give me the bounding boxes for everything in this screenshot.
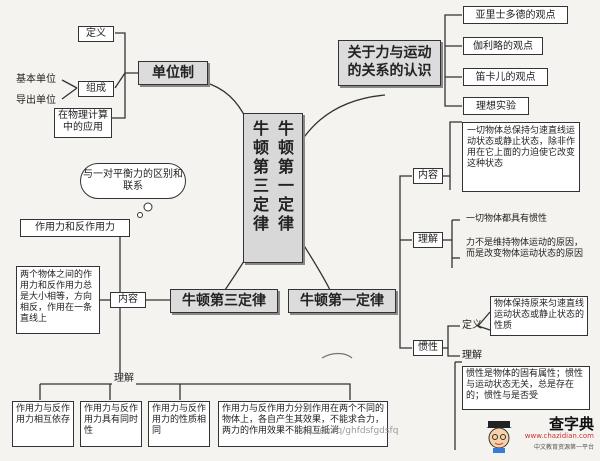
center-title-first-law: 牛顿第一定律 [275, 120, 294, 234]
inertia-definition-text: 物体保持原来匀速直线运动状态或静止状态的性质 [490, 296, 588, 336]
unit-application-line2: 中的应用 [63, 122, 103, 133]
third-law-content-text: 两个物体之间的作用力和反作用力总是大小相等，方向相反，作用在一条直线上 [16, 266, 100, 334]
base-unit-label: 基本单位 [16, 74, 56, 85]
third-law-understanding-label: 理解 [112, 373, 136, 385]
third-law-content-label: 内容 [110, 292, 146, 308]
view-descartes: 笛卡儿的观点 [463, 68, 548, 86]
view-aristotle: 亚里士多德的观点 [463, 6, 568, 24]
hub-force-motion-relation: 关于力与运动 的关系的认识 [338, 40, 441, 86]
watermark-name: 查字典 [548, 415, 594, 433]
third-law-point-3: 作用力与反作用力的性质相同 [148, 401, 210, 447]
inertia-understanding-text: 惯性是物体的固有属性；惯性与运动状态无关，总是存在的；惯性与是否受 [462, 366, 590, 410]
hub-first-law: 牛顿第一定律 [288, 289, 396, 313]
hub-relation-line1: 关于力与运动 [347, 45, 432, 61]
unit-composition: 组成 [78, 81, 114, 97]
watermark-logo: 查字典 www.chazidian.com 中文教育资源第一平台 [478, 409, 598, 459]
third-law-point-4: 作用力与反作用力分别作用在两个不同的物体上，各自产生其效果，不能求合力，两力的作… [218, 401, 388, 447]
hub-relation-line2: 的关系的认识 [347, 63, 432, 79]
view-ideal-experiment: 理想实验 [463, 97, 529, 115]
center-title-third-law: 牛顿第三定律 [250, 120, 269, 234]
watermark-url: www.chazidian.com [524, 432, 594, 440]
third-law-point-1: 作用力与反作用力相互依存 [12, 401, 74, 447]
derived-unit-label: 导出单位 [16, 95, 56, 106]
first-law-content-label: 内容 [413, 168, 443, 184]
first-law-understanding-label: 理解 [413, 232, 443, 248]
mascot-icon [486, 421, 512, 453]
unit-definition: 定义 [78, 26, 114, 42]
center-title: 牛顿第一定律 牛顿第三定律 [243, 113, 303, 263]
first-law-understanding-1: 一切物体都具有惯性 [466, 214, 548, 224]
hub-unit-system: 单位制 [138, 61, 208, 85]
third-law-point-2: 作用力与反作用力具有同时性 [80, 401, 142, 447]
thought-bubble: 与一对平衡力的区别和联系 [80, 163, 186, 199]
unit-application-line1: 在物理计算 [58, 110, 108, 121]
view-galileo: 伽利略的观点 [463, 37, 543, 55]
watermark-overlay-text: qq.com/q/ghfdsfgdsfq [300, 426, 399, 436]
first-law-content-text: 一切物体总保持匀速直线运动状态或静止状态，除非作用在它上面的力迫使它改变这种状态 [462, 122, 580, 192]
watermark-subtitle: 中文教育资源第一平台 [533, 444, 594, 451]
inertia-definition-label: 定义 [462, 320, 482, 331]
inertia-label: 惯性 [413, 340, 443, 356]
inertia-understanding-label: 理解 [462, 350, 482, 361]
first-law-understanding-2: 力不是维持物体运动的原因，而是改变物体运动状态的原因 [466, 238, 584, 259]
unit-application: 在物理计算 中的应用 [54, 108, 112, 138]
hub-third-law: 牛顿第三定律 [170, 289, 278, 313]
action-reaction-pair: 作用力和反作用力 [20, 219, 130, 237]
